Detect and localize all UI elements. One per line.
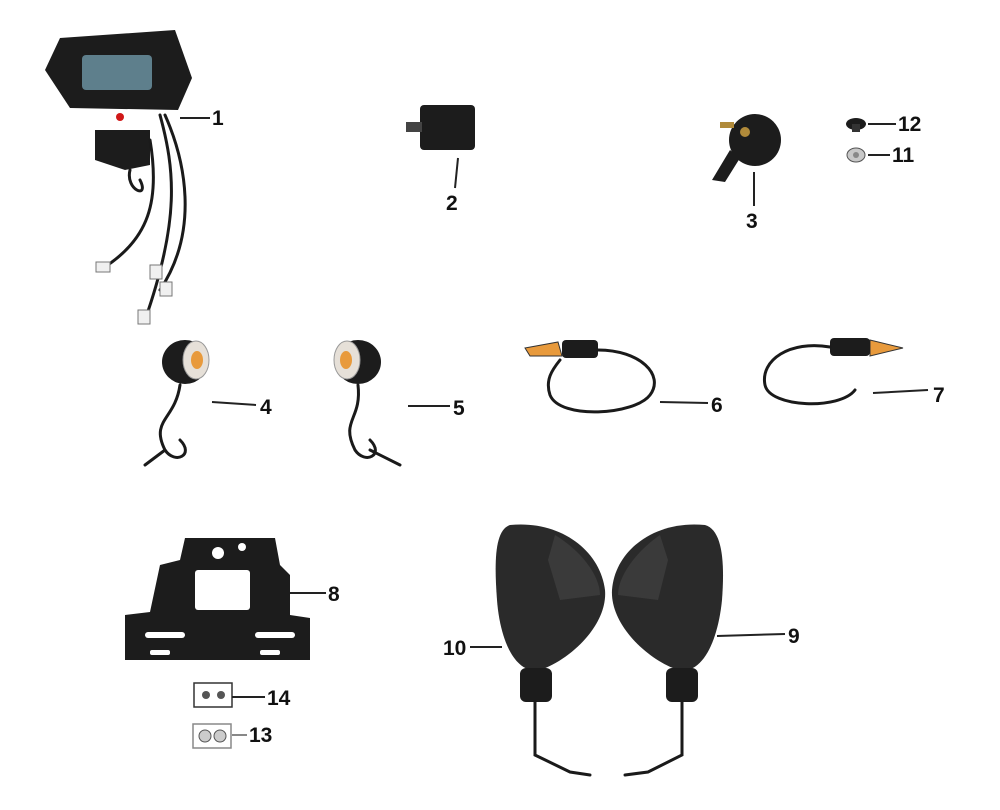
label-6: 6 bbox=[711, 394, 723, 417]
label-11: 11 bbox=[892, 144, 915, 167]
label-1: 1 bbox=[212, 107, 224, 130]
part-horn: 3 bbox=[712, 114, 781, 233]
part-flasher-relay: 2 bbox=[406, 105, 475, 215]
part-mirror-10: 10 bbox=[443, 524, 606, 777]
part-speedometer: 1 bbox=[45, 30, 224, 325]
label-7: 7 bbox=[933, 384, 945, 407]
label-10: 10 bbox=[443, 637, 466, 660]
part-turn-signal-5: 5 bbox=[333, 340, 465, 467]
part-screws: 14 bbox=[193, 682, 291, 710]
label-5: 5 bbox=[453, 397, 465, 420]
speedometer-screen bbox=[82, 55, 152, 90]
indicator-light bbox=[116, 113, 124, 121]
part-mirror-9: 9 bbox=[611, 524, 800, 777]
label-8: 8 bbox=[328, 583, 340, 606]
label-4: 4 bbox=[260, 396, 272, 419]
label-3: 3 bbox=[746, 210, 758, 233]
label-2: 2 bbox=[446, 192, 458, 215]
part-turn-signal-7: 7 bbox=[762, 338, 945, 407]
part-license-plate-bracket: 8 bbox=[125, 538, 340, 660]
label-9: 9 bbox=[788, 625, 800, 648]
part-bolt: 12 bbox=[846, 113, 921, 136]
label-14: 14 bbox=[267, 687, 291, 710]
label-13: 13 bbox=[249, 724, 272, 747]
part-washers: 13 bbox=[192, 723, 272, 749]
part-turn-signal-4: 4 bbox=[143, 340, 272, 467]
part-turn-signal-6: 6 bbox=[524, 340, 723, 417]
part-nut: 11 bbox=[846, 144, 915, 167]
label-12: 12 bbox=[898, 113, 921, 136]
